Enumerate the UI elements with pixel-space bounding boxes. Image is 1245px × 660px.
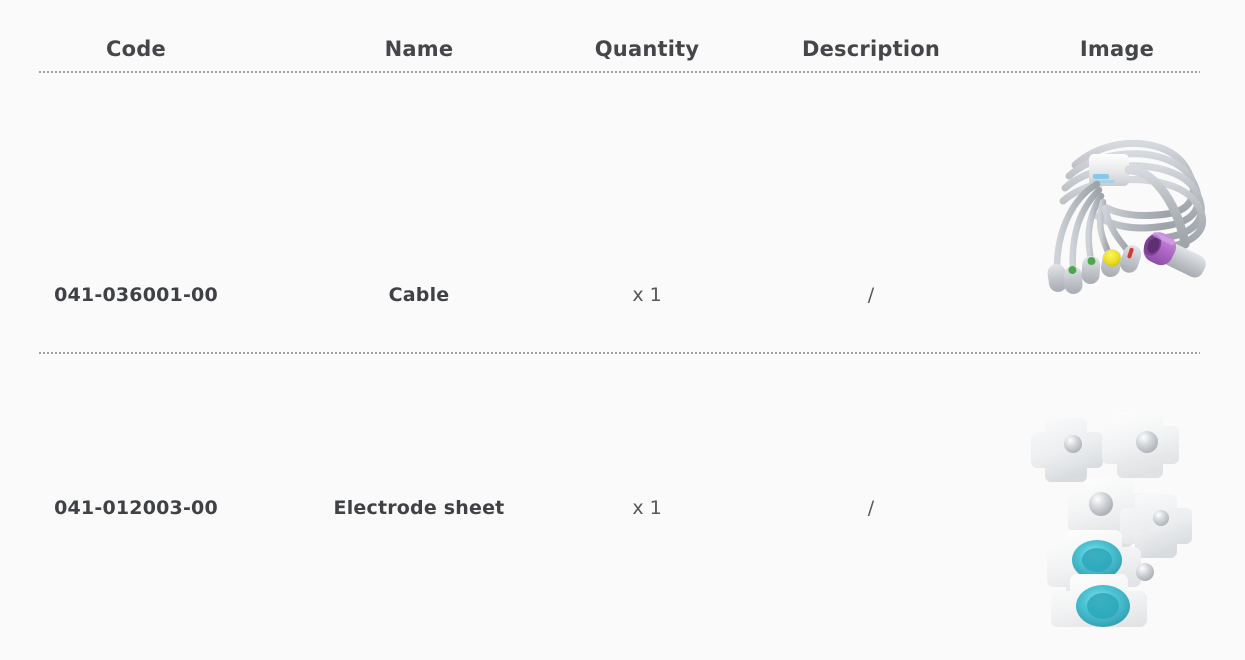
column-header-code: Code bbox=[106, 37, 166, 61]
cell-image bbox=[1017, 382, 1217, 627]
row-separator-dotted bbox=[38, 352, 1200, 354]
cell-code: 041-012003-00 bbox=[54, 497, 218, 519]
cell-name: Electrode sheet bbox=[333, 497, 505, 519]
column-header-image: Image bbox=[1079, 37, 1155, 61]
cell-code: 041-036001-00 bbox=[54, 284, 218, 306]
cell-name: Cable bbox=[388, 284, 450, 306]
column-header-name: Name bbox=[384, 37, 454, 61]
ecg-electrode-sheet-image bbox=[1017, 382, 1217, 627]
table-header-row: Code Name Quantity Description Image bbox=[0, 28, 1245, 70]
ecg-lead-cable-image bbox=[1017, 118, 1217, 318]
table-row: 041-036001-00 Cable x 1 / bbox=[0, 74, 1245, 352]
column-header-description: Description bbox=[801, 37, 941, 61]
cell-quantity: x 1 bbox=[632, 497, 662, 519]
header-separator-dotted bbox=[38, 71, 1200, 73]
cell-description: / bbox=[867, 497, 875, 519]
cell-quantity: x 1 bbox=[632, 284, 662, 306]
cell-image bbox=[1017, 118, 1217, 318]
table-row: 041-012003-00 Electrode sheet x 1 / bbox=[0, 354, 1245, 654]
cell-description: / bbox=[867, 284, 875, 306]
column-header-quantity: Quantity bbox=[594, 37, 700, 61]
